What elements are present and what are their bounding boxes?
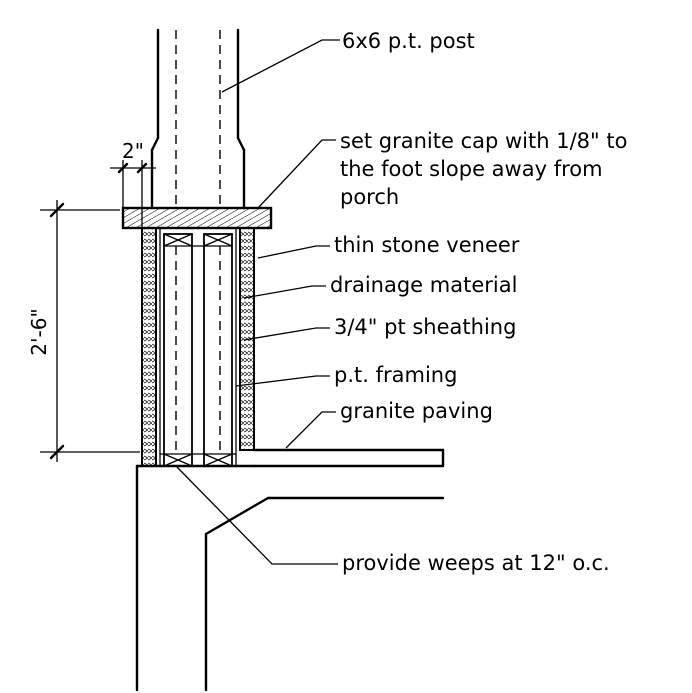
label-sheathing: 3/4" pt sheathing [334,315,516,339]
height-dimension-text: 2'-6" [27,308,51,355]
label-veneer: thin stone veneer [334,233,520,257]
label-cap-line3: porch [340,185,399,209]
label-cap-line1: set granite cap with 1/8" to [340,129,627,153]
paving-and-slab [135,448,445,692]
column [140,227,256,468]
height-dimension [40,200,140,462]
label-paving: granite paving [340,399,493,423]
overhang-dimension-text: 2" [122,139,144,163]
leaders [175,39,340,565]
label-post: 6x6 p.t. post [342,29,475,53]
label-weeps: provide weeps at 12" o.c. [342,551,610,575]
label-drainage: drainage material [330,273,517,297]
label-framing: p.t. framing [334,363,457,387]
granite-cap [121,206,273,230]
overhang-dimension [110,160,156,228]
post [150,28,246,210]
label-cap-line2: the foot slope away from [340,157,603,181]
